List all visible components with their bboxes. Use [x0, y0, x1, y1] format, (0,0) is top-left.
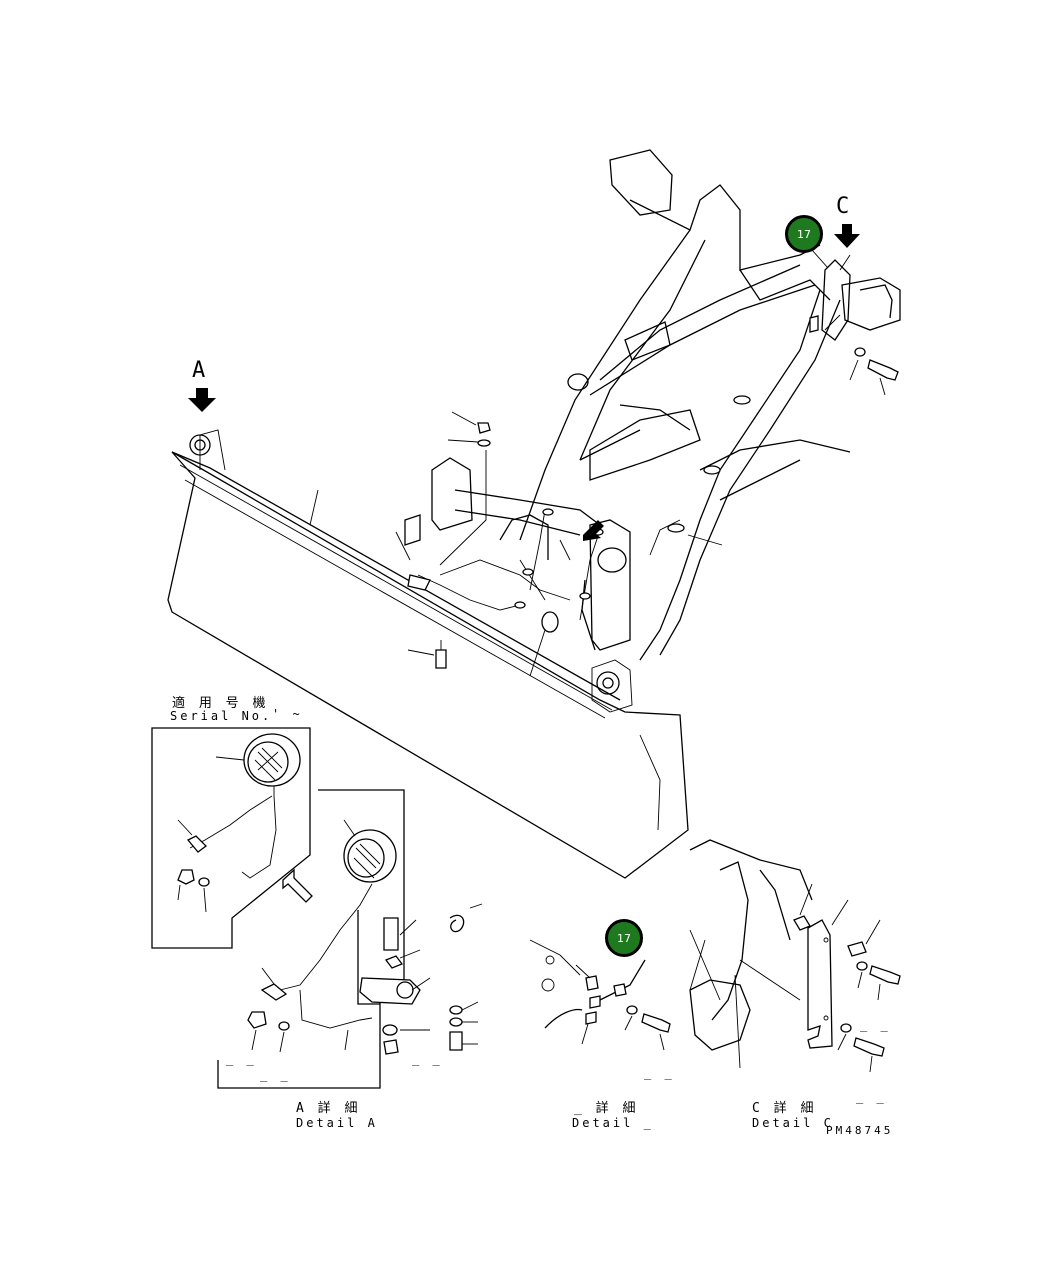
detail-b [529, 939, 671, 1051]
frame [404, 149, 901, 661]
placeholder-dash: _ _ [860, 1018, 891, 1032]
detail-a-title-jp: A 詳 細 [296, 1101, 361, 1116]
serial-label-en: Serial No. [170, 709, 273, 723]
placeholder-dash: _ _ [856, 1090, 887, 1104]
detail-arrow-icon [583, 520, 604, 541]
view-c-arrow-icon [834, 224, 860, 248]
view-arrow-icon [282, 868, 313, 903]
serial-inset [151, 727, 311, 949]
serial-range: ' ~ [272, 707, 303, 721]
detail-c [689, 839, 901, 1073]
placeholder-dash: _ _ [644, 1066, 675, 1080]
drawing-number: PM48745 [826, 1124, 894, 1137]
placeholder-dash: _ _ [260, 1068, 291, 1082]
blade [167, 429, 689, 879]
view-label-a: A [192, 358, 206, 383]
view-a-arrow-icon [188, 388, 216, 412]
hardware [309, 249, 899, 677]
view-label-c: C [836, 194, 850, 219]
detail-a-title-en: Detail A [296, 1116, 378, 1130]
serial-label-jp: 適 用 号 機 [172, 696, 269, 711]
detail-a [217, 789, 483, 1089]
placeholder-dash: _ _ [226, 1052, 257, 1066]
placeholder-dash: _ _ [412, 1052, 443, 1066]
detail-c-title-jp: C 詳 細 [752, 1101, 817, 1116]
detail-c-title-en: Detail C [752, 1116, 834, 1130]
callout-17[interactable]: 17 [605, 919, 643, 957]
direction-arrows [188, 224, 860, 903]
detail-b-title-jp: _ 詳 細 [574, 1101, 639, 1116]
callout-17[interactable]: 17 [785, 215, 823, 253]
detail-b-title-en: Detail _ [572, 1116, 654, 1130]
wire-harness [407, 395, 751, 633]
